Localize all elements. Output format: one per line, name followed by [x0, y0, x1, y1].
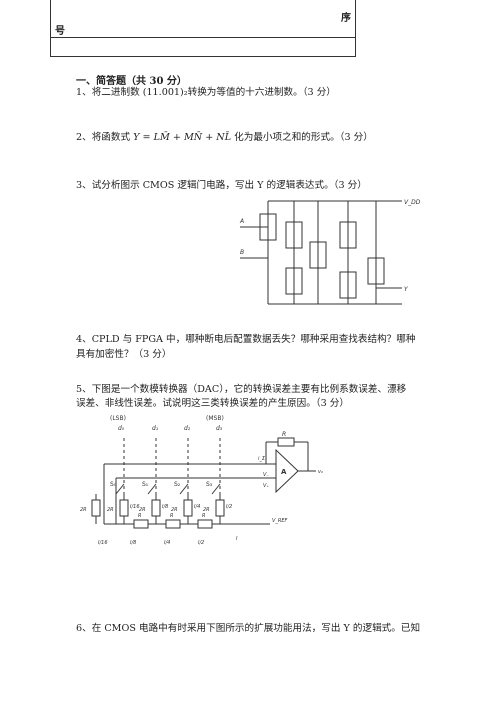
res-2r-1: 2R	[107, 507, 114, 513]
bottom-current-3: I/2	[198, 540, 204, 546]
input-a-label: A	[239, 218, 244, 225]
header-table: 序 号	[50, 0, 356, 57]
question-1: 1、将二进制数 (11.001)₂转换为等值的十六进制数。（3 分）	[76, 87, 336, 98]
q2-prefix: 2、将函数式	[76, 132, 131, 143]
branch-current-2: I/4	[194, 504, 200, 510]
vminus-label: V₋	[263, 472, 269, 478]
amp-label: A	[281, 468, 287, 476]
res-r-0: R	[138, 513, 141, 519]
question-2: 2、将函数式 Y = LM̄ + MN̄ + NL̄ 化为最小项之和的形式。（3…	[76, 131, 373, 144]
res-2r-0: 2R	[80, 507, 87, 513]
bit-d0: d₀	[118, 425, 125, 432]
isigma-label: i_Σ	[258, 456, 266, 462]
question-5-line2: 误差、非线性误差。试说明这三类转换误差的产生原因。（3 分）	[76, 398, 349, 409]
res-r-2: R	[202, 513, 205, 519]
res-r-1: R	[170, 513, 173, 519]
header-hao: 号	[55, 26, 65, 37]
bottom-current-0: I/16	[98, 540, 108, 546]
input-b-label: B	[240, 249, 244, 256]
output-y-label: Y	[404, 286, 409, 293]
question-5-line1: 5、下图是一个数模转换器（DAC），它的转换误差主要有比例系数误差、漂移	[76, 384, 407, 395]
question-3: 3、试分析图示 CMOS 逻辑门电路，写出 Y 的逻辑表达式。（3 分）	[76, 180, 367, 191]
cmos-circuit-figure: V_DD A B Y	[239, 199, 421, 305]
branch-current-1: I/8	[162, 504, 168, 510]
q2-formula: Y = LM̄ + MN̄ + NL̄	[133, 132, 232, 143]
question-6: 6、在 CMOS 电路中有时采用下图所示的扩展功能用法，写出 Y 的逻辑式。已知	[76, 623, 421, 634]
question-4-line1: 4、CPLD 与 FPGA 中，哪种断电后配置数据丢失？哪种采用查找表结构？哪种	[76, 334, 416, 345]
vdd-label: V_DD	[404, 199, 421, 206]
feedback-r-label: R	[282, 431, 286, 438]
vplus-label: V₊	[263, 483, 269, 489]
msb-label: (MSB)	[206, 415, 224, 422]
question-4-line2: 具有加密性？（3 分）	[76, 349, 172, 360]
q2-suffix: 化为最小项之和的形式。（3 分）	[234, 132, 373, 143]
branch-current-0: I/16	[130, 504, 140, 510]
bit-d2: d₂	[184, 425, 191, 432]
bit-d1: d₁	[152, 425, 159, 432]
bottom-current-4: I	[236, 536, 238, 542]
res-2r-2: 2R	[139, 507, 146, 513]
res-2r-3: 2R	[171, 507, 178, 513]
switch-s2: S₂	[174, 481, 181, 488]
bit-d3: d₃	[216, 425, 223, 432]
dac-circuit-figure: (LSB) (MSB) d₀ d₁ d₂ d₃ S₀ S₁ S₂ S₃ R A …	[80, 415, 323, 546]
vo-label: v₀	[318, 469, 323, 475]
header-row: 序 号	[51, 0, 355, 38]
res-2r-4: 2R	[203, 507, 210, 513]
branch-current-3: I/2	[226, 504, 232, 510]
switch-s1: S₁	[142, 481, 149, 488]
switch-s0: S₀	[110, 481, 117, 488]
bottom-current-1: I/8	[130, 540, 136, 546]
switch-s3: S₃	[206, 481, 213, 488]
bottom-current-2: I/4	[164, 540, 170, 546]
lsb-label: (LSB)	[110, 415, 126, 422]
vref-label: V_REF	[272, 518, 288, 524]
header-xu: 序	[341, 13, 351, 24]
section-title: 一、简答题（共 30 分）	[76, 76, 187, 87]
